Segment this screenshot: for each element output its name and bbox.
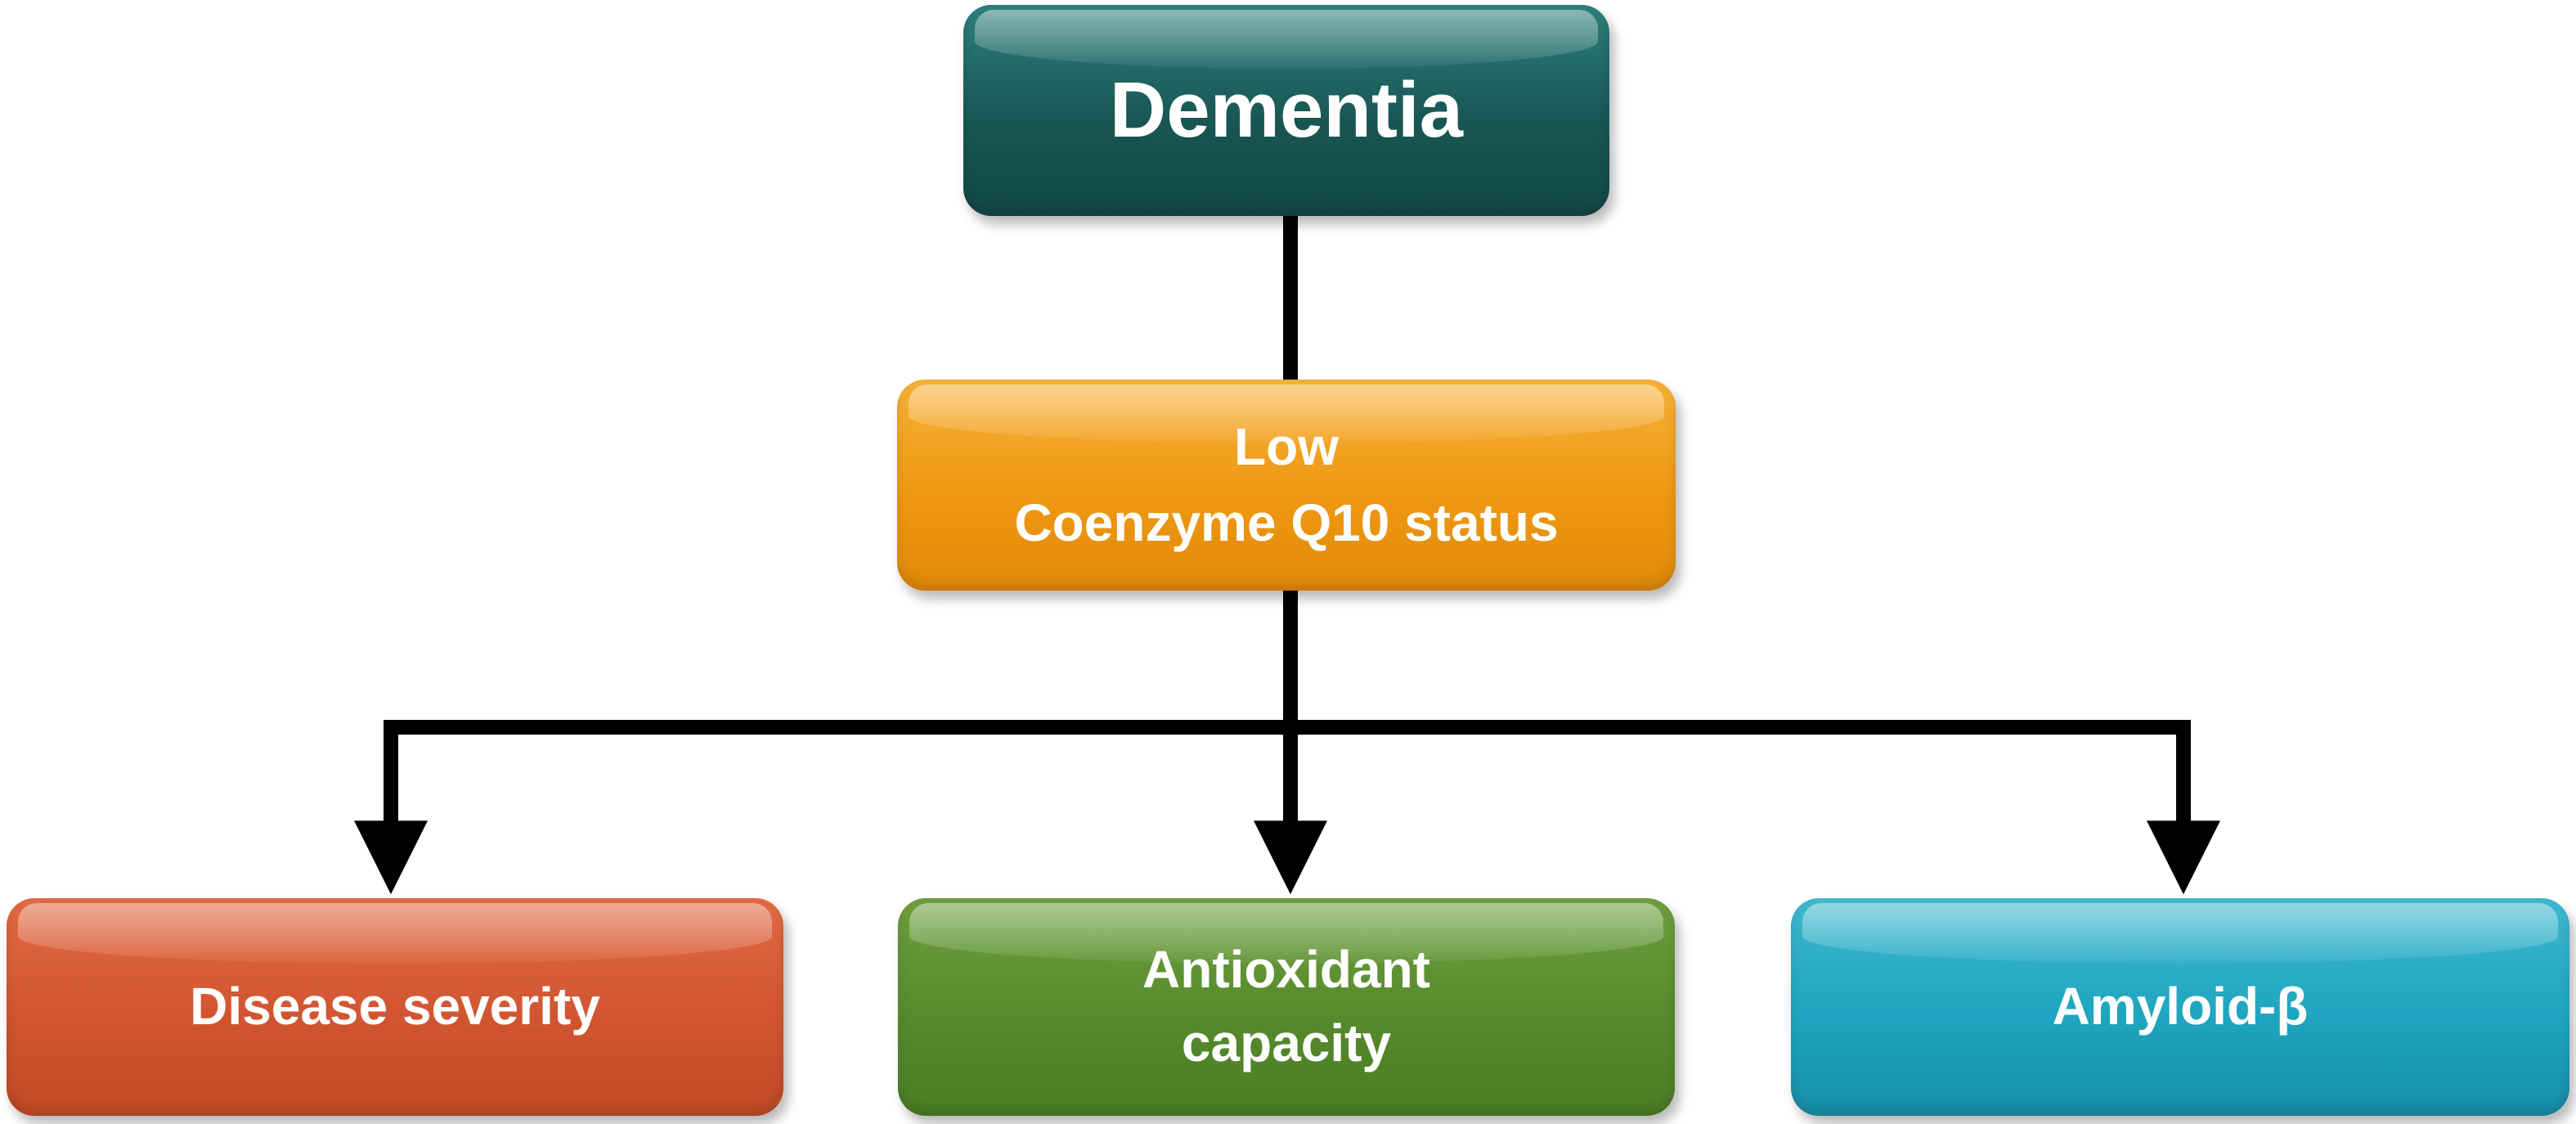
node-low-coenzyme-q10-status: Low Coenzyme Q10 status [897,380,1676,591]
node-disease-severity: Disease severity [7,898,783,1116]
node-amyloid-beta-label: Amyloid-β [2052,977,2309,1036]
edge-coq10-to-amyloid [1290,720,2220,895]
node-low-coenzyme-q10-status-label: Low Coenzyme Q10 status [1014,417,1559,552]
node-amyloid-beta: Amyloid-β [1791,898,2569,1116]
node-disease-severity-label: Disease severity [190,977,600,1036]
node-dementia: Dementia [963,5,1609,216]
node-dementia-label: Dementia [1109,66,1464,155]
node-antioxidant-capacity: Antioxidant capacity [898,898,1675,1116]
node-antioxidant-capacity-label: Antioxidant capacity [1142,940,1430,1072]
edge-coq10-to-severity [354,720,1290,895]
